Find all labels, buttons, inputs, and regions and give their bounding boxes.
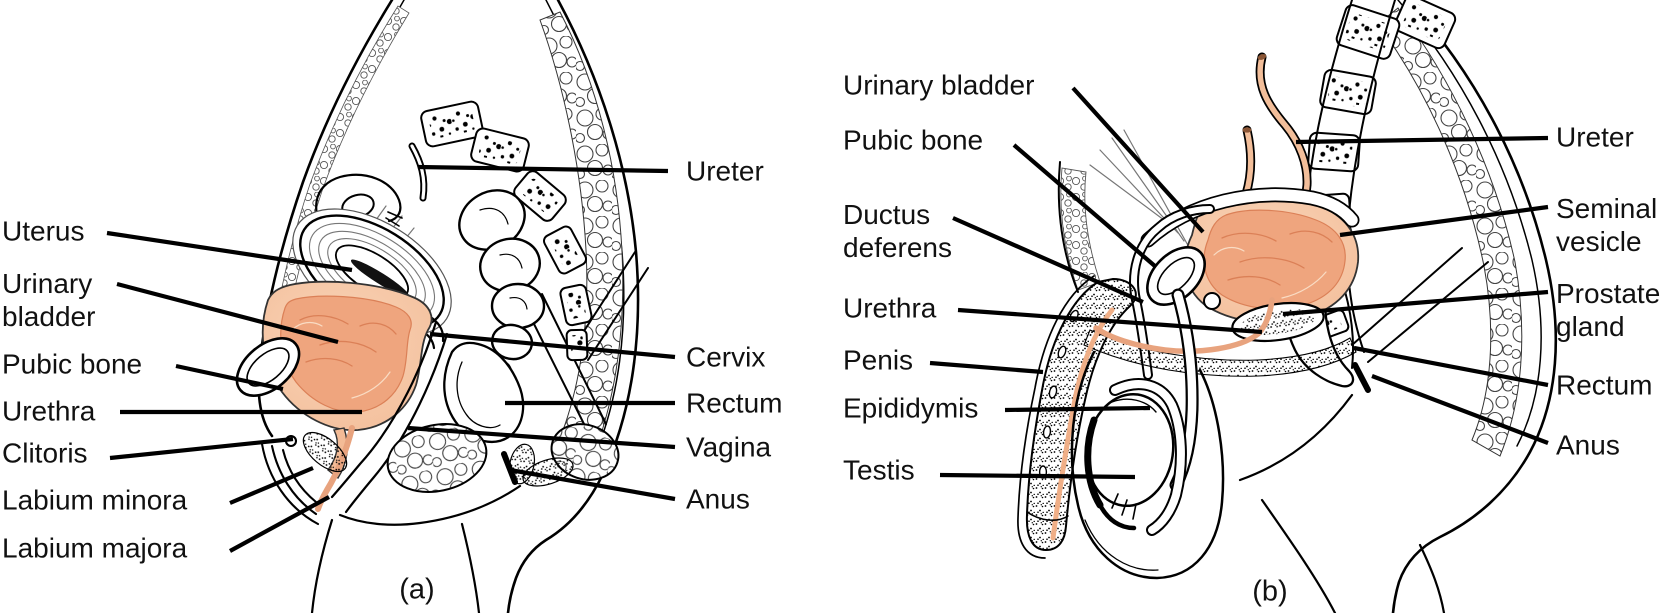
female-perineum-legs <box>310 484 522 613</box>
uterus-leader-line <box>106 230 353 273</box>
label-urethra-a: Urethra <box>2 395 96 427</box>
clitoris-leader-line <box>109 436 294 461</box>
male-legs <box>1260 498 1446 613</box>
anus-leader-line <box>1371 374 1549 445</box>
label-rectum-b: Rectum <box>1556 369 1653 401</box>
male-scrotum <box>1070 350 1225 580</box>
label-testis: Testis <box>843 454 915 486</box>
vagina-leader-line <box>407 425 676 450</box>
label-penis: Penis <box>843 344 914 376</box>
male-abdomen-wall <box>1057 129 1191 293</box>
male-bulbourethral-gland <box>1203 292 1221 310</box>
label-epididymis: Epididymis <box>843 392 979 424</box>
caption-panel-b: (b) <box>1252 575 1288 608</box>
penis-leader-line <box>929 360 1044 375</box>
female-pelvis-illustration <box>235 0 649 613</box>
male-pelvis-illustration <box>1017 0 1558 613</box>
male-ligament-lines <box>1351 247 1489 363</box>
pubic-bone-leader-line <box>175 363 284 392</box>
male-ductus-deferens <box>1129 204 1215 380</box>
label-anus-b: Anus <box>1556 429 1620 461</box>
male-anus <box>1352 362 1371 393</box>
male-perineum <box>1238 393 1354 482</box>
rectum-leader-line <box>1353 345 1549 388</box>
male-glans-line <box>1026 511 1069 521</box>
leader-lines-panel-b <box>929 86 1549 480</box>
male-epididymis <box>1109 378 1187 536</box>
label-ureter-a: Ureter <box>686 155 764 187</box>
seminal-vesicle-leader-line <box>1339 204 1549 238</box>
ductus-deferens-leader-line <box>952 216 1144 304</box>
prostate-gland-leader-line <box>1282 289 1549 317</box>
leader-lines-panel-a <box>106 164 676 553</box>
label-urinary-bladder-a: Urinary bladder <box>2 268 96 332</box>
male-back-outline <box>1391 0 1558 613</box>
urinary-bladder-leader-line <box>116 281 339 345</box>
testis-leader-line <box>939 472 1136 480</box>
label-prostate-gland: Prostate gland <box>1556 278 1661 342</box>
urethra-leader-line <box>957 307 1263 335</box>
label-pubic-bone-b: Pubic bone <box>843 124 984 156</box>
label-labium-minora: Labium minora <box>2 484 188 516</box>
label-clitoris: Clitoris <box>2 437 88 469</box>
male-pubic-bone <box>1146 246 1206 306</box>
male-penis <box>1017 275 1137 559</box>
male-urethra <box>1093 297 1275 354</box>
female-pelvic-floor-muscle <box>302 431 348 473</box>
pubic-bone-leader-line <box>1012 143 1158 269</box>
ureter-leader-line <box>417 164 669 174</box>
ureter-leader-line <box>1295 135 1549 145</box>
epididymis-leader-line <box>1004 405 1151 413</box>
female-ligament-lines <box>521 251 649 433</box>
male-back-fat <box>1377 7 1523 457</box>
cervix-leader-line <box>429 331 676 360</box>
label-ductus-deferens: Ductus deferens <box>843 199 952 263</box>
female-rectum <box>443 341 525 443</box>
label-ureter-b: Ureter <box>1556 121 1634 153</box>
label-cervix: Cervix <box>686 341 766 373</box>
female-vagina <box>330 320 449 514</box>
label-rectum-a: Rectum <box>686 387 783 419</box>
caption-panel-a: (a) <box>399 573 435 606</box>
label-uterus: Uterus <box>2 215 85 247</box>
female-fat-pad-front <box>386 423 488 493</box>
label-labium-majora: Labium majora <box>2 532 188 564</box>
anus-leader-line <box>509 467 676 502</box>
female-ureter-tube <box>408 142 428 202</box>
label-seminal-vesicle: Seminal vesicle <box>1556 193 1658 257</box>
label-urethra-b: Urethra <box>843 292 937 324</box>
uterine-cavity <box>350 259 409 297</box>
label-anus-a: Anus <box>686 483 750 515</box>
label-urinary-bladder-b: Urinary bladder <box>843 69 1035 101</box>
label-vagina: Vagina <box>686 431 772 463</box>
male-bladder <box>1184 193 1360 324</box>
female-sacrum <box>458 189 546 381</box>
male-penis-vessels <box>1038 309 1079 479</box>
label-pubic-bone-a: Pubic bone <box>2 348 143 380</box>
female-bladder <box>261 280 433 480</box>
labium-majora-leader-line <box>228 495 331 553</box>
urinary-bladder-leader-line <box>1071 86 1205 234</box>
labium-minora-leader-line <box>229 466 314 505</box>
